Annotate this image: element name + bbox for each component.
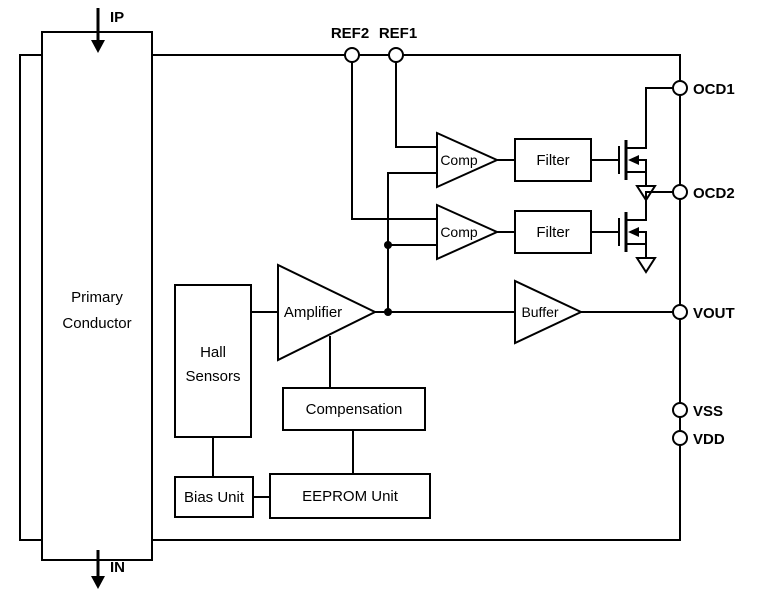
filter-bottom-label: Filter — [536, 224, 569, 241]
amplifier-triangle — [277, 263, 378, 362]
ip-pin-label: IP — [110, 9, 124, 26]
wire-signal-to-comp-top — [387, 172, 437, 312]
ref1-terminal — [388, 47, 404, 63]
eeprom-unit-box — [269, 473, 431, 519]
hall-sensors-label-line1: Hall — [200, 344, 226, 361]
vout-pin-label: VOUT — [693, 305, 735, 322]
buffer-label: Buffer — [521, 304, 558, 320]
comparator-bottom-label: Comp — [440, 224, 478, 240]
ref1-pin-label: REF1 — [379, 25, 417, 42]
primary-conductor-label-line1: Primary — [71, 289, 123, 306]
mosfet1-source-wire — [626, 171, 647, 186]
compensation-box — [282, 387, 426, 431]
in-pin-label: IN — [110, 559, 125, 576]
primary-conductor-label-line2: Conductor — [62, 315, 131, 332]
ocd2-pin-label: OCD2 — [693, 185, 735, 202]
ocd2-mosfet — [618, 191, 673, 274]
filter-top-label: Filter — [536, 152, 569, 169]
compensation-label: Compensation — [306, 401, 403, 418]
vdd-terminal — [672, 430, 688, 446]
mosfet2-drain-wire — [626, 191, 673, 221]
mosfet2-source-wire — [626, 243, 647, 258]
bias-unit-box — [174, 476, 254, 518]
vout-terminal — [672, 304, 688, 320]
ip-arrow-icon — [91, 40, 105, 53]
comparator-top-triangle — [436, 131, 500, 189]
mosfet2-body-wire — [639, 231, 647, 244]
in-arrow-icon — [91, 576, 105, 589]
mosfet2-ground-icon — [635, 257, 657, 274]
mosfet1-drain-wire — [626, 87, 673, 149]
vss-pin-label: VSS — [693, 403, 723, 420]
filter-bottom-box — [514, 210, 592, 254]
junction-dot-signal — [384, 308, 392, 316]
junction-dot-comp — [384, 241, 392, 249]
eeprom-unit-label: EEPROM Unit — [302, 488, 399, 505]
ocd1-pin-label: OCD1 — [693, 81, 735, 98]
mosfet1-body-arrow-icon — [628, 155, 639, 165]
ref2-terminal — [344, 47, 360, 63]
wire-ref2-to-comp-bottom — [351, 62, 437, 220]
comparator-bottom-triangle — [436, 203, 500, 261]
ocd2-terminal — [672, 184, 688, 200]
hall-sensors-box — [174, 284, 252, 438]
comparator-top-label: Comp — [440, 152, 478, 168]
vss-terminal — [672, 402, 688, 418]
ocd1-mosfet — [618, 87, 673, 202]
amplifier-label: Amplifier — [284, 304, 342, 321]
mosfet1-body-wire — [639, 159, 647, 172]
ref2-pin-label: REF2 — [331, 25, 369, 42]
vdd-pin-label: VDD — [693, 431, 725, 448]
bias-unit-label: Bias Unit — [184, 489, 245, 506]
buffer-triangle — [514, 279, 584, 345]
mosfet2-body-arrow-icon — [628, 227, 639, 237]
filter-top-box — [514, 138, 592, 182]
hall-sensors-label-line2: Sensors — [185, 368, 240, 385]
ocd1-terminal — [672, 80, 688, 96]
wire-ref1-to-comp-top — [395, 62, 437, 148]
